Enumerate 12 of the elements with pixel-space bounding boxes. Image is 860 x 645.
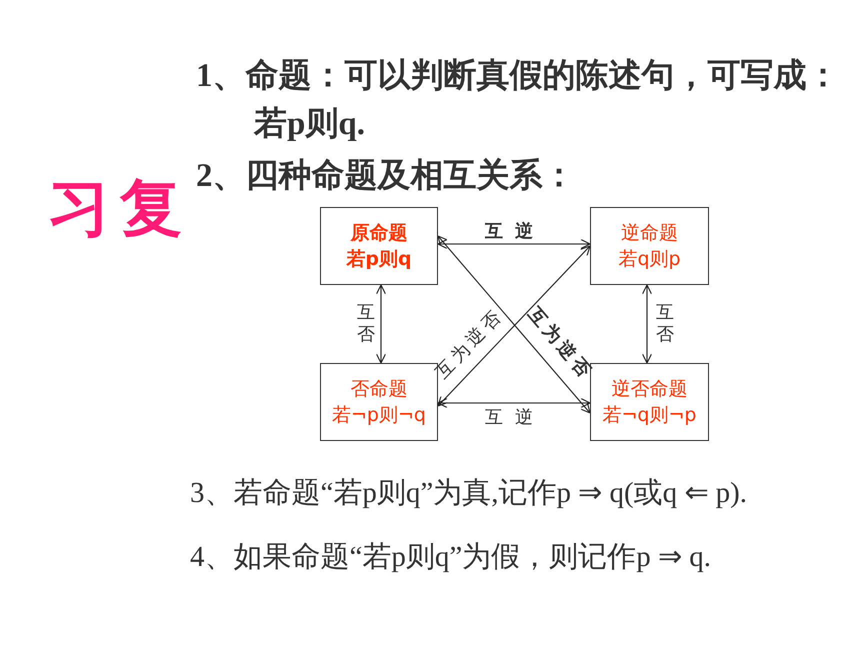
proposition-box: 原命题 若p则q — [320, 207, 438, 285]
statement-text: 3、若命题“若p则q”为真,记作p ⇒ q(或q ⇐ p). — [190, 476, 748, 511]
arrow — [376, 284, 386, 364]
title: 习复 — [48, 170, 192, 246]
proposition-box: 逆命题 若q则p — [590, 207, 709, 285]
proposition-box: 逆否命题 若¬q则¬p — [590, 363, 709, 441]
statement-text: 4、如果命题“若p则q”为假，则记作p ⇒ q. — [190, 540, 711, 575]
statement-text: 1、命题：可以判断真假的陈述句，可写成：若p则q. — [196, 57, 840, 144]
statement-text: 2、四种命题及相互关系： — [196, 156, 576, 196]
arrow — [437, 398, 591, 408]
arrow — [642, 284, 652, 364]
arrow — [437, 238, 591, 250]
